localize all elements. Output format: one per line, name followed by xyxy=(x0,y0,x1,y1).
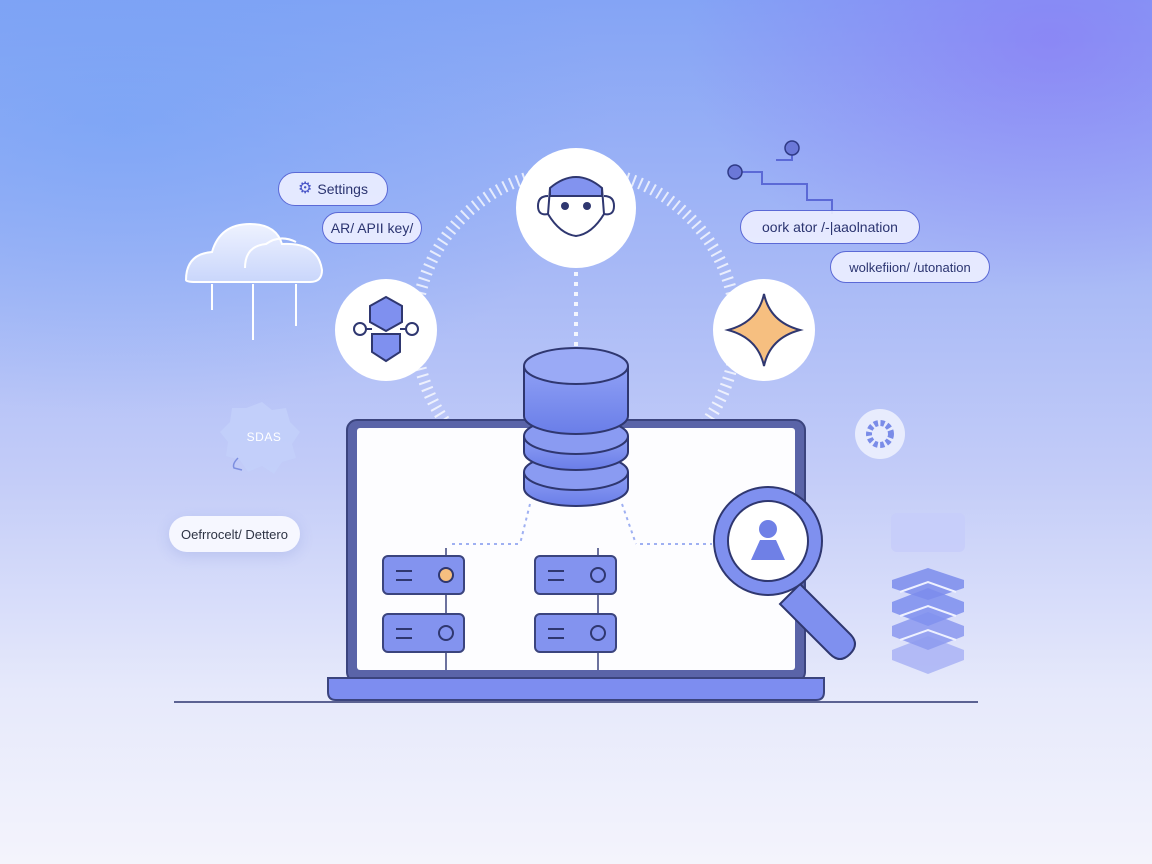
cloud-detect-label: Oefrrocelt/ Dettero xyxy=(181,526,288,542)
magnifier-user-icon xyxy=(713,486,856,660)
settings-pill[interactable]: ⚙ Settings xyxy=(278,172,388,206)
cloud-badge-label: SDAS xyxy=(246,430,282,444)
work-automation-pill[interactable]: oork ator /-|aaolnation xyxy=(740,210,920,244)
work-automation-label: oork ator /-|aaolnation xyxy=(762,219,898,235)
database-icon xyxy=(523,347,629,507)
circuit-node xyxy=(727,164,743,180)
laptop-screen xyxy=(357,428,795,670)
api-key-pill[interactable]: AR/ APII key/ xyxy=(322,212,422,244)
workflow-automation-pill[interactable]: wolkefiion/ /utonation xyxy=(830,251,990,283)
robot-face-icon xyxy=(516,148,636,268)
gear-icon: ⚙ xyxy=(298,180,313,197)
api-key-label: AR/ APII key/ xyxy=(330,220,414,236)
cloud-detect-pill[interactable]: Oefrrocelt/ Dettero xyxy=(169,516,300,552)
gear-bubble xyxy=(855,409,905,459)
layers-icon xyxy=(892,568,964,674)
server-icon xyxy=(534,613,617,653)
circuit-wire xyxy=(735,148,833,214)
workflow-automation-label: wolkefiion/ /utonation xyxy=(849,259,971,275)
data-connectors xyxy=(452,503,712,545)
laptop-base xyxy=(327,677,825,701)
settings-label: Settings xyxy=(317,181,368,197)
circuit-node xyxy=(784,140,800,156)
badge-icon xyxy=(220,402,300,474)
server-icon xyxy=(382,555,465,595)
hexagon-node-icon xyxy=(335,279,437,381)
server-icon xyxy=(382,613,465,653)
floating-panel xyxy=(891,513,965,552)
cloud-icon xyxy=(184,222,324,340)
server-icon xyxy=(534,555,617,595)
sparkle-icon xyxy=(713,279,815,381)
